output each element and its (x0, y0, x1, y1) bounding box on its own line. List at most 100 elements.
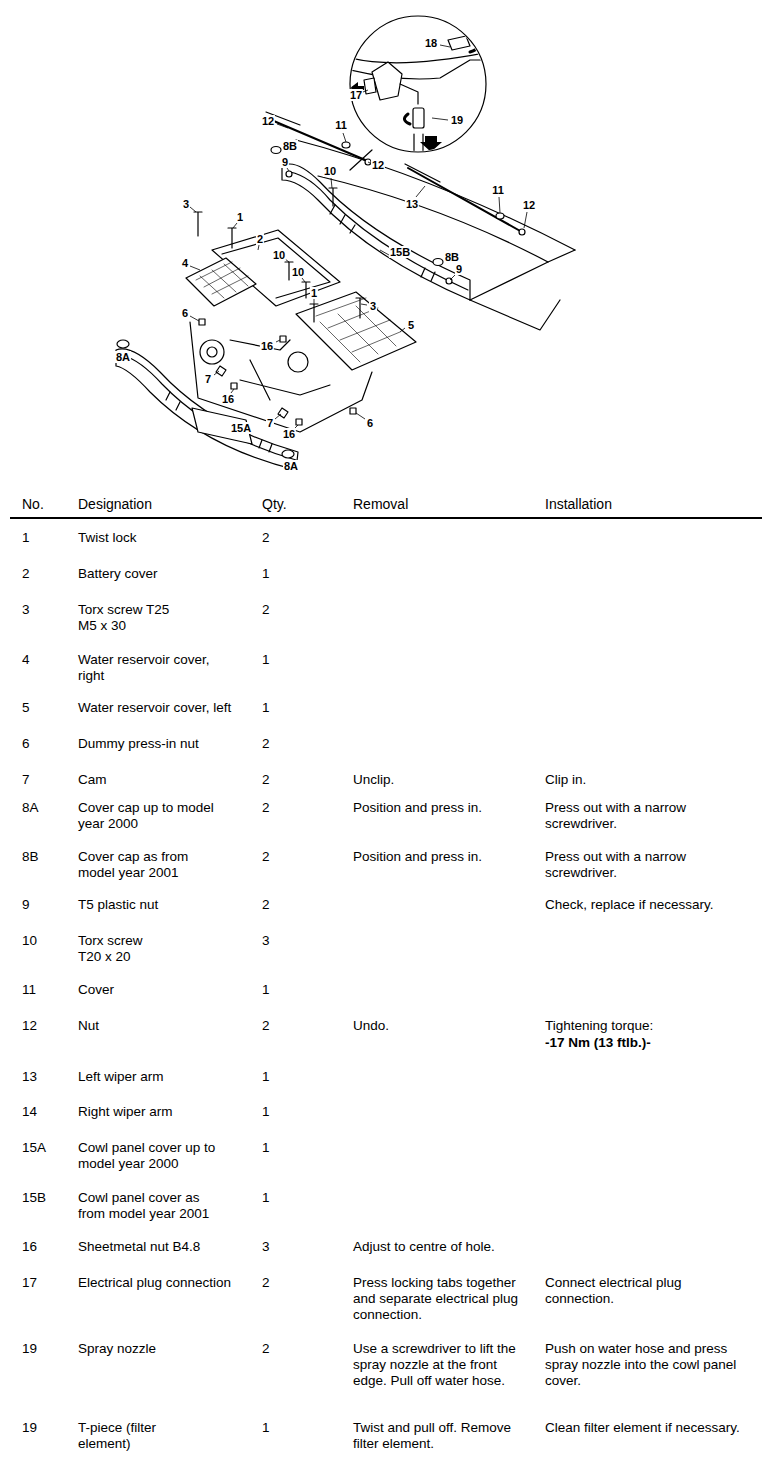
table-cell: 1 (262, 1140, 302, 1156)
table-cell: Position and press in. (353, 849, 525, 865)
callout-number: 15B (389, 246, 411, 258)
leader-lines (190, 45, 527, 428)
screw (302, 282, 310, 298)
table-cell: Adjust to centre of hole. (353, 1239, 525, 1255)
table-cell: Cover (78, 982, 256, 998)
wiper-arm (408, 168, 522, 232)
table-cell: Position and press in. (353, 800, 525, 816)
sheetmetal-nut (280, 336, 286, 342)
callout-number: 16 (221, 393, 235, 405)
table-cell: 15B (22, 1190, 72, 1206)
screw (356, 298, 364, 318)
mesh (196, 262, 248, 298)
table-cell: Water reservoir cover, left (78, 700, 238, 716)
engine-part (288, 352, 308, 372)
table-cell: Cover cap as from model year 2001 (78, 849, 228, 881)
callout-number: 2 (256, 233, 264, 245)
table-cell: 14 (22, 1104, 72, 1120)
table-cell: 1 (262, 982, 302, 998)
table-cell: 17 (22, 1275, 72, 1291)
table-cell: 1 (262, 1069, 302, 1085)
cowl-cover (192, 408, 252, 444)
callout-number: 19 (450, 114, 464, 126)
table-cell: 5 (22, 700, 72, 716)
arrow (470, 36, 480, 52)
table-header: Qty. (262, 496, 302, 512)
cover-cap (282, 450, 294, 458)
exploded-view (0, 0, 766, 480)
table-cell: Unclip. (353, 772, 525, 788)
engine-part (230, 340, 330, 400)
callout-number: 17 (349, 89, 363, 101)
detail-inset (350, 16, 486, 152)
table-cell: 11 (22, 982, 72, 998)
table-cell: 1 (22, 530, 72, 546)
wiper-blade (405, 164, 440, 182)
callout-number: 13 (405, 198, 419, 210)
table-cell: 1 (262, 1104, 302, 1120)
screw (329, 188, 337, 206)
table-cell: 13 (22, 1069, 72, 1085)
table-cell: 2 (22, 566, 72, 582)
table-cell: 2 (262, 1275, 302, 1291)
engine-part (207, 347, 217, 357)
callout-number: 16 (282, 428, 296, 440)
table-header: Designation (78, 496, 256, 512)
table-cell: 2 (262, 530, 302, 546)
table-cell: 2 (262, 1341, 302, 1357)
table-header: Removal (353, 496, 525, 512)
callout-number: 10 (323, 165, 337, 177)
table-cell: 3 (22, 602, 72, 618)
cover-cap (117, 340, 129, 348)
table-cell: 8B (22, 849, 72, 865)
callout-number: 15A (230, 422, 252, 434)
callout-number: 6 (181, 307, 189, 319)
grille (166, 392, 272, 452)
sheetmetal-nut (296, 419, 302, 425)
body-line (296, 140, 575, 250)
body-line (350, 150, 372, 170)
mesh (316, 298, 400, 362)
table-cell: 1 (262, 1190, 302, 1206)
table-cell: 6 (22, 736, 72, 752)
table-cell: T-piece (filter element) (78, 1420, 178, 1452)
callout-number: 8B (282, 140, 298, 152)
header-rule (10, 517, 762, 519)
callout-number: 1 (236, 211, 244, 223)
table-cell: 2 (262, 897, 302, 913)
table-cell: Cowl panel cover as from model year 2001 (78, 1190, 228, 1222)
twist-lock (310, 304, 318, 322)
callout-number: 10 (291, 266, 305, 278)
twist-lock (228, 228, 236, 248)
table-cell: Check, replace if necessary. (545, 897, 745, 913)
table-cell: 1 (262, 566, 302, 582)
body-line (350, 60, 490, 79)
callout-number: 8A (115, 351, 131, 363)
table-cell: Cam (78, 772, 256, 788)
callout-number: 4 (181, 257, 189, 269)
table-cell: Connect electrical plug connection. (545, 1275, 745, 1307)
table-cell: Sheetmetal nut B4.8 (78, 1239, 256, 1255)
screw (194, 212, 202, 236)
table-cell: Clip in. (545, 772, 745, 788)
table-cell: 3 (262, 933, 302, 949)
hose (414, 134, 423, 160)
bracket (372, 62, 402, 100)
table-cell: Nut (78, 1018, 256, 1034)
table-cell: Battery cover (78, 566, 256, 582)
table-cell: Dummy press-in nut (78, 736, 256, 752)
callout-number: 12 (371, 159, 385, 171)
table-header: No. (22, 496, 72, 512)
press-in-nut (350, 408, 356, 414)
callout-number: 11 (491, 184, 505, 196)
table-cell: Electrical plug connection (78, 1275, 256, 1291)
cover (496, 213, 504, 219)
table-cell: Twist lock (78, 530, 256, 546)
table-cell: 2 (262, 800, 302, 816)
callout-number: 12 (261, 115, 275, 127)
callout-number: 6 (366, 417, 374, 429)
plug (364, 78, 376, 94)
press-in-nut (199, 319, 205, 325)
table-cell: 3 (262, 1239, 302, 1255)
table-header: Installation (545, 496, 745, 512)
